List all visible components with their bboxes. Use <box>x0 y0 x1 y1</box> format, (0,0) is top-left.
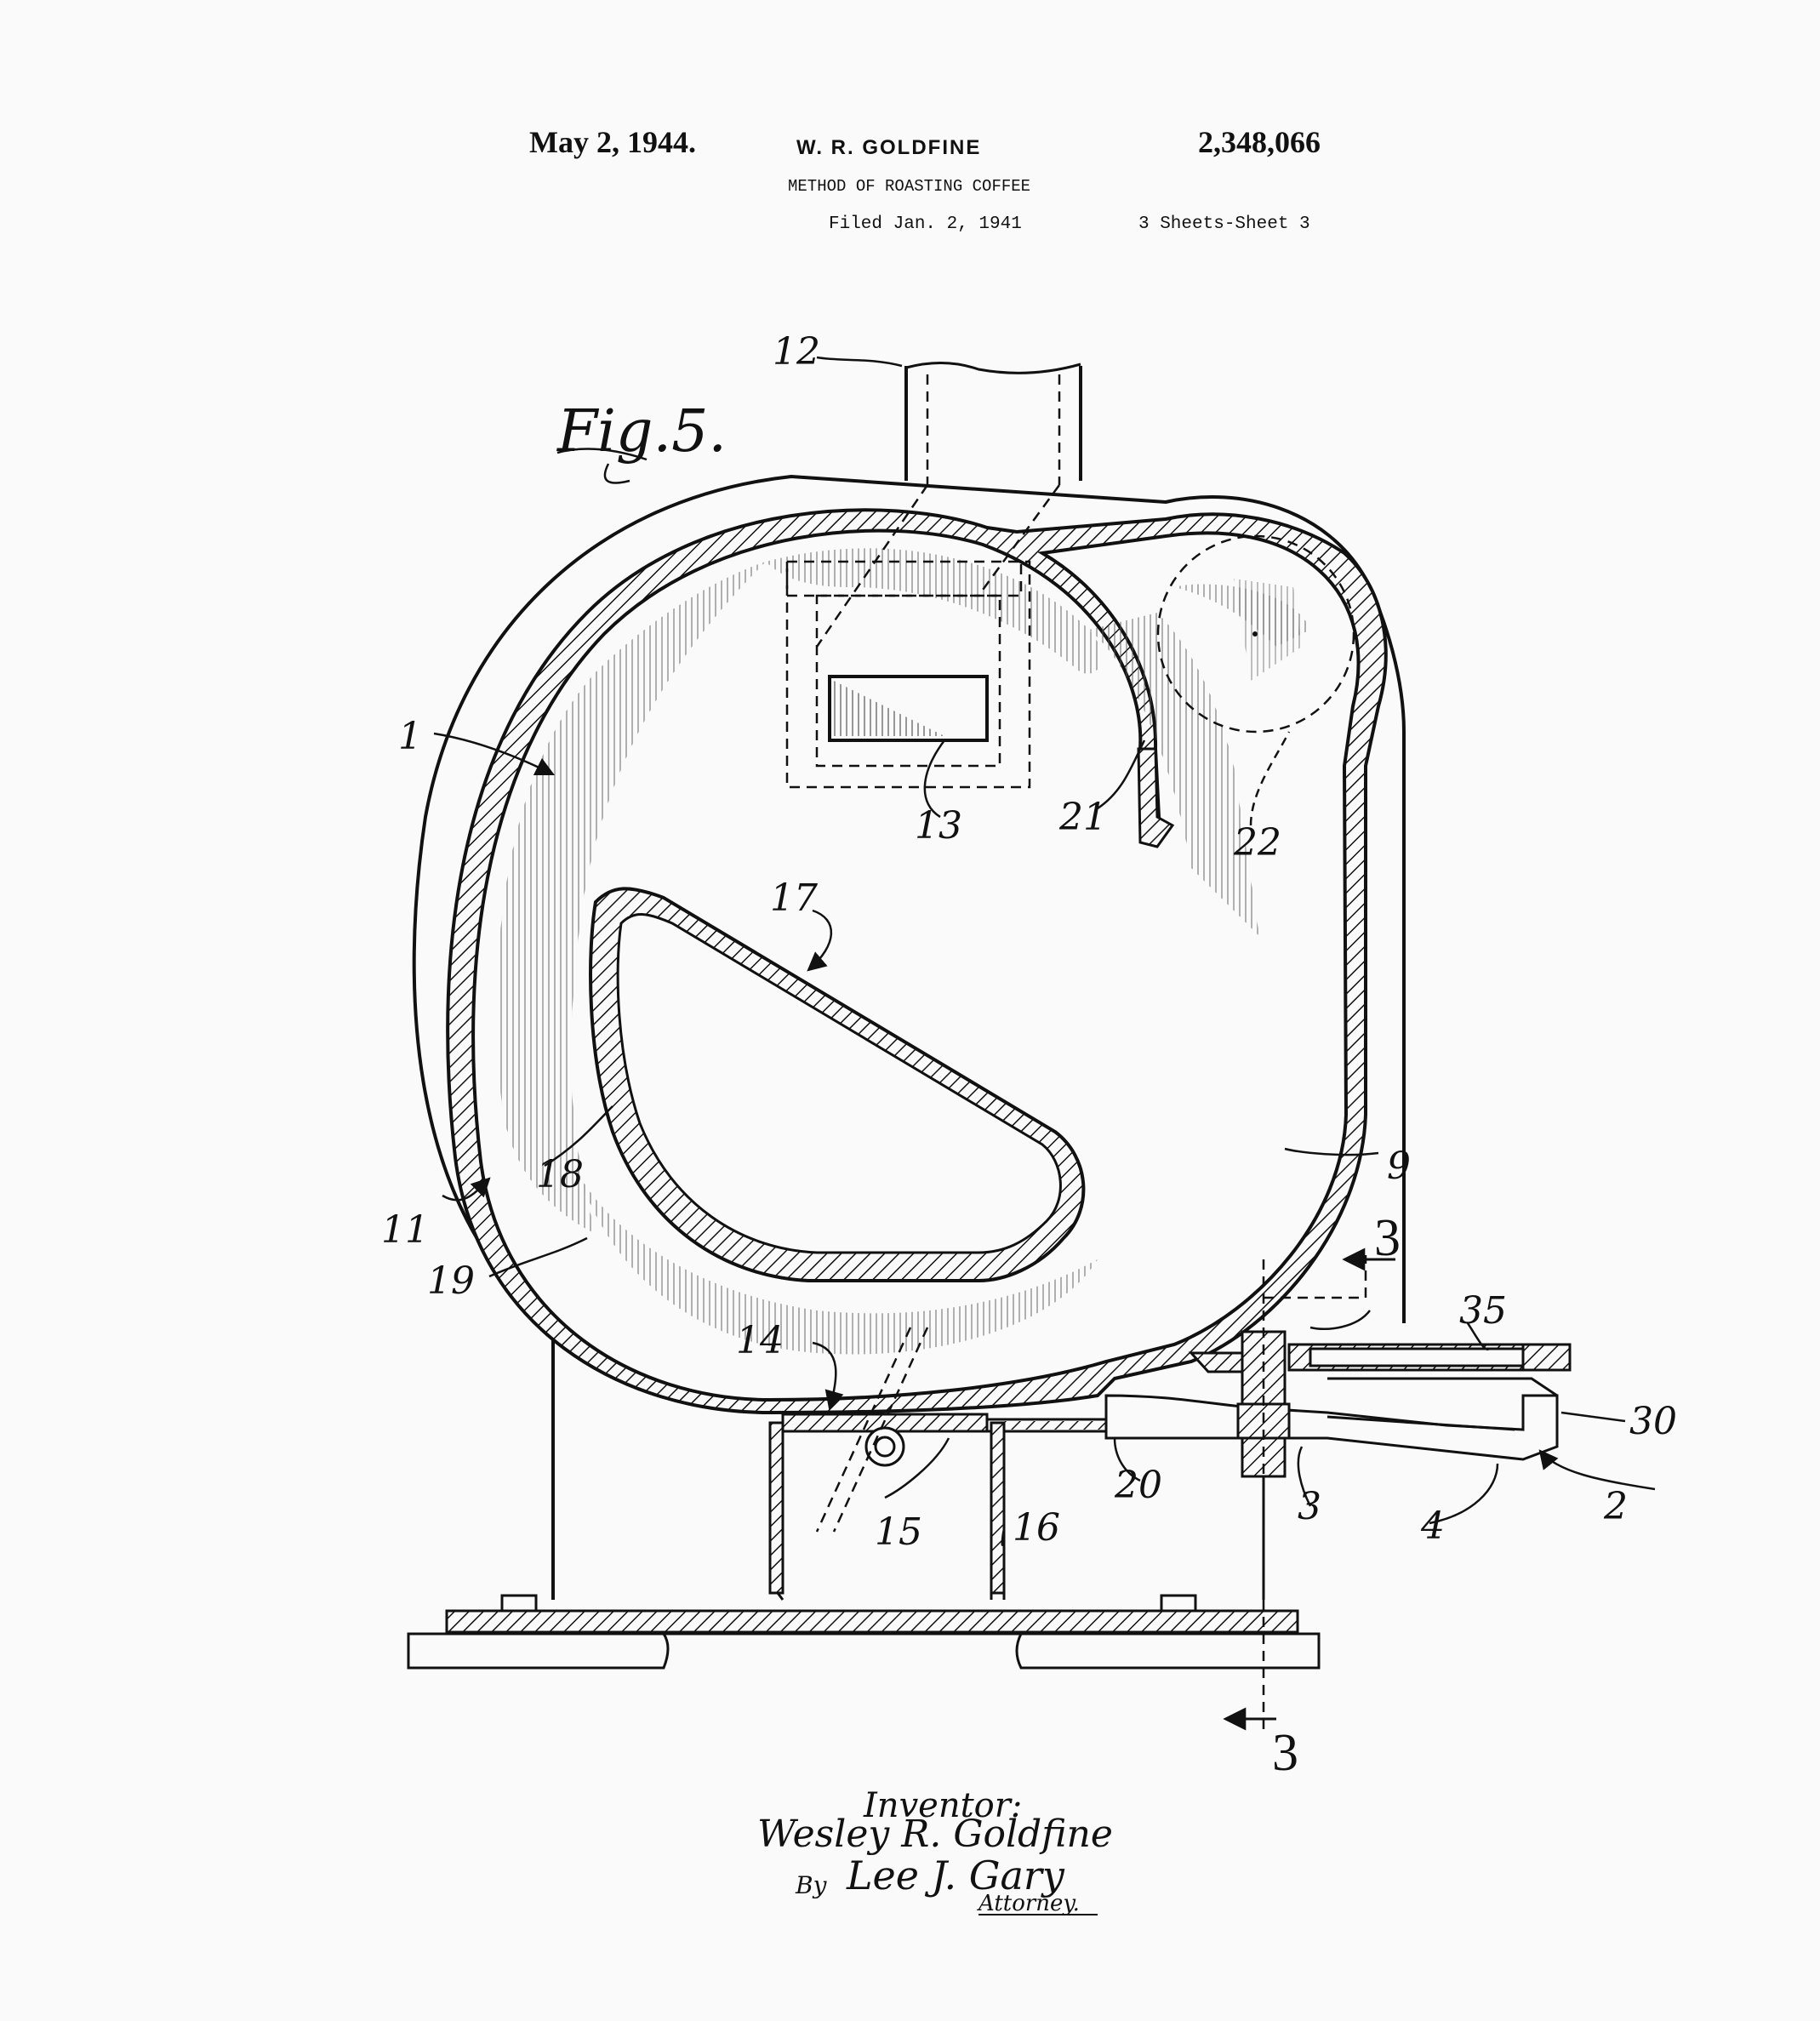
ref-3: 3 <box>1298 1485 1321 1528</box>
ref-15: 15 <box>875 1510 922 1554</box>
ref-11: 11 <box>381 1208 429 1252</box>
inventor-label: Inventor: <box>863 1786 1022 1825</box>
patent-number: 2,348,066 <box>1198 125 1321 159</box>
ref-22: 22 <box>1233 821 1281 865</box>
by-label: By <box>795 1871 828 1899</box>
support-frame <box>768 1421 1265 1601</box>
patent-title: METHOD OF ROASTING COFFEE <box>788 177 1031 196</box>
signature-block: Inventor: Wesley R. Goldfine By Lee J. G… <box>757 1786 1113 1916</box>
pivot-pin <box>864 1426 905 1467</box>
ref-35: 35 <box>1459 1289 1507 1333</box>
reference-numerals: 12 1 11 19 18 17 13 21 22 9 35 30 2 4 3 … <box>381 330 1677 1554</box>
gate-swing-outline <box>815 1327 929 1533</box>
figure-label: Fig.5. <box>556 398 727 465</box>
figure-label-tail <box>603 463 630 484</box>
ref-18: 18 <box>536 1153 584 1196</box>
ref-21: 21 <box>1058 796 1107 839</box>
blower-outline <box>1156 534 1355 734</box>
sheet-count: 3 Sheets-Sheet 3 <box>1138 214 1310 234</box>
leader-lines <box>433 356 1656 1546</box>
attorney-label: Attorney. <box>977 1891 1080 1916</box>
ref-9: 9 <box>1387 1145 1411 1188</box>
inspection-door <box>785 560 1031 789</box>
ref-4: 4 <box>1420 1504 1445 1548</box>
ref-12: 12 <box>773 330 820 374</box>
ref-14: 14 <box>736 1319 784 1362</box>
pivot-pin-inner <box>874 1436 896 1458</box>
ref-1: 1 <box>398 715 422 758</box>
ref-19: 19 <box>427 1259 475 1303</box>
baffle <box>1137 747 1175 848</box>
attorney-signature: Lee J. Gary <box>846 1853 1065 1898</box>
feed-chute <box>815 362 1082 648</box>
ref-2: 2 <box>1603 1485 1628 1528</box>
inner-deflector <box>589 887 1086 1282</box>
section-mark-top: 3 <box>1374 1209 1401 1267</box>
discharge-spout <box>1104 1330 1572 1478</box>
ref-13: 13 <box>915 804 962 848</box>
ref-30: 30 <box>1629 1400 1677 1443</box>
inventor-header: W. R. GOLDFINE <box>796 136 982 159</box>
figure-label-flourish <box>556 448 648 461</box>
patent-date: May 2, 1944. <box>529 125 696 159</box>
sight-glass-shading <box>834 681 944 736</box>
blower-shading <box>1234 579 1302 681</box>
ref-20: 20 <box>1114 1464 1162 1507</box>
ref-17: 17 <box>770 876 818 920</box>
inventor-signature: Wesley R. Goldfine <box>757 1813 1113 1856</box>
base-plate <box>407 1594 1321 1670</box>
section-mark-bottom: 3 <box>1272 1724 1298 1782</box>
filed-date: Filed Jan. 2, 1941 <box>829 214 1022 234</box>
section-line <box>1223 1247 1395 1736</box>
ref-16: 16 <box>1013 1506 1060 1550</box>
